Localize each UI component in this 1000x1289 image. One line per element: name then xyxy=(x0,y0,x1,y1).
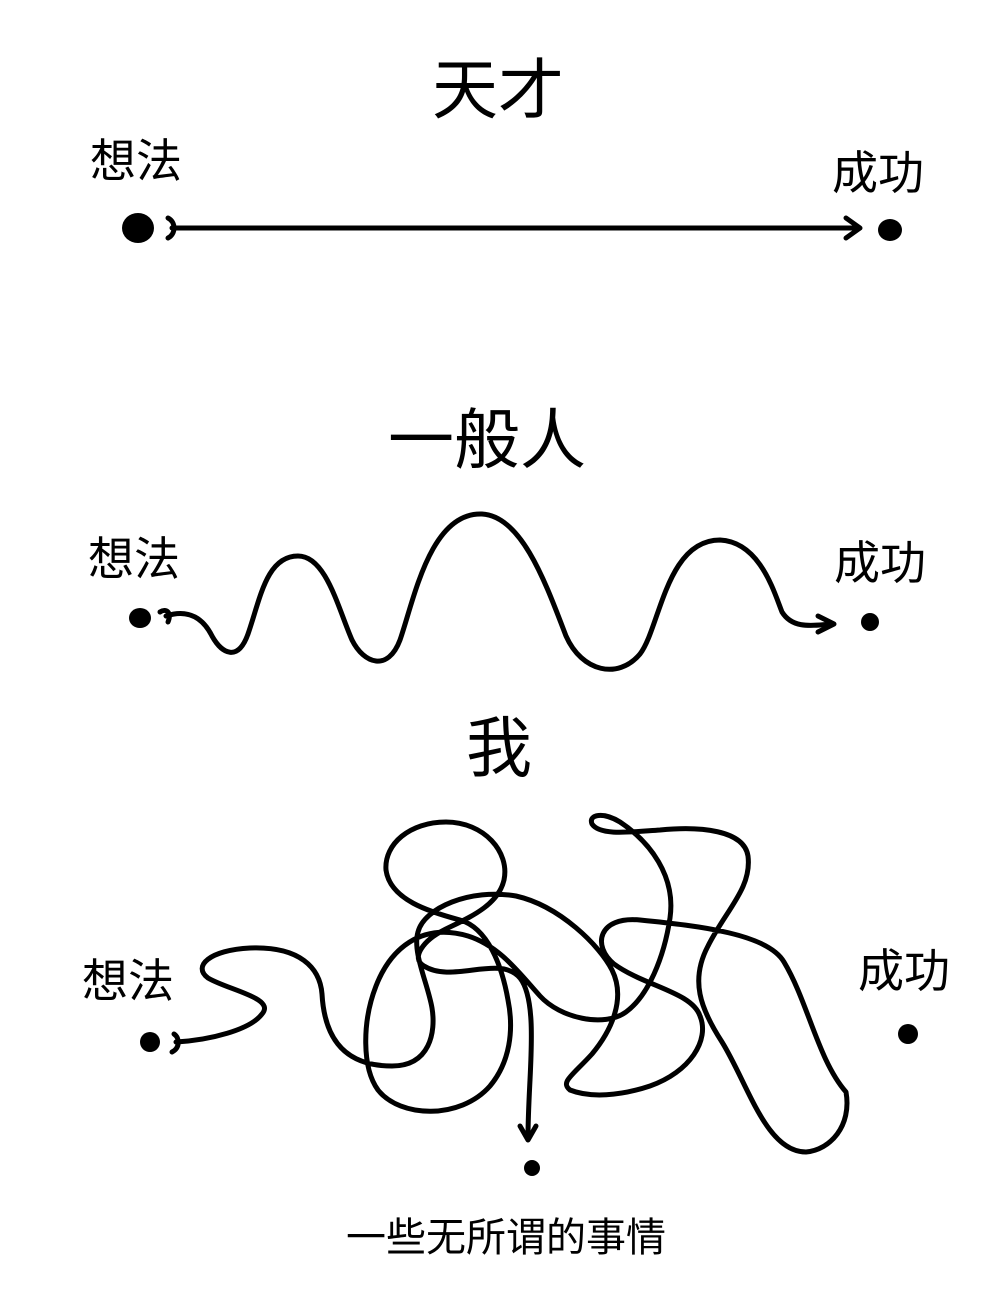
genius-start-label: 想法 xyxy=(90,134,182,188)
me-start-label: 想法 xyxy=(82,954,174,1008)
average-title: 一般人 xyxy=(388,402,586,479)
genius-end-label: 成功 xyxy=(832,146,924,200)
average-start-dot xyxy=(129,608,151,628)
genius-end-dot xyxy=(878,219,902,241)
average-end-label: 成功 xyxy=(834,536,926,590)
genius-path xyxy=(165,215,863,241)
me-end-label: 成功 xyxy=(858,944,950,998)
me-actual-end-label: 一些无所谓的事情 xyxy=(346,1215,666,1261)
me-end-dot xyxy=(898,1024,918,1044)
average-start-label: 想法 xyxy=(88,532,180,586)
average-path xyxy=(157,511,837,672)
average-end-dot xyxy=(861,613,879,631)
genius-title: 天才 xyxy=(432,52,564,129)
me-start-dot xyxy=(140,1032,160,1052)
me-actual-end-dot xyxy=(524,1160,540,1176)
genius-start-dot xyxy=(122,213,154,243)
me-path xyxy=(169,813,850,1155)
me-title: 我 xyxy=(466,710,532,787)
